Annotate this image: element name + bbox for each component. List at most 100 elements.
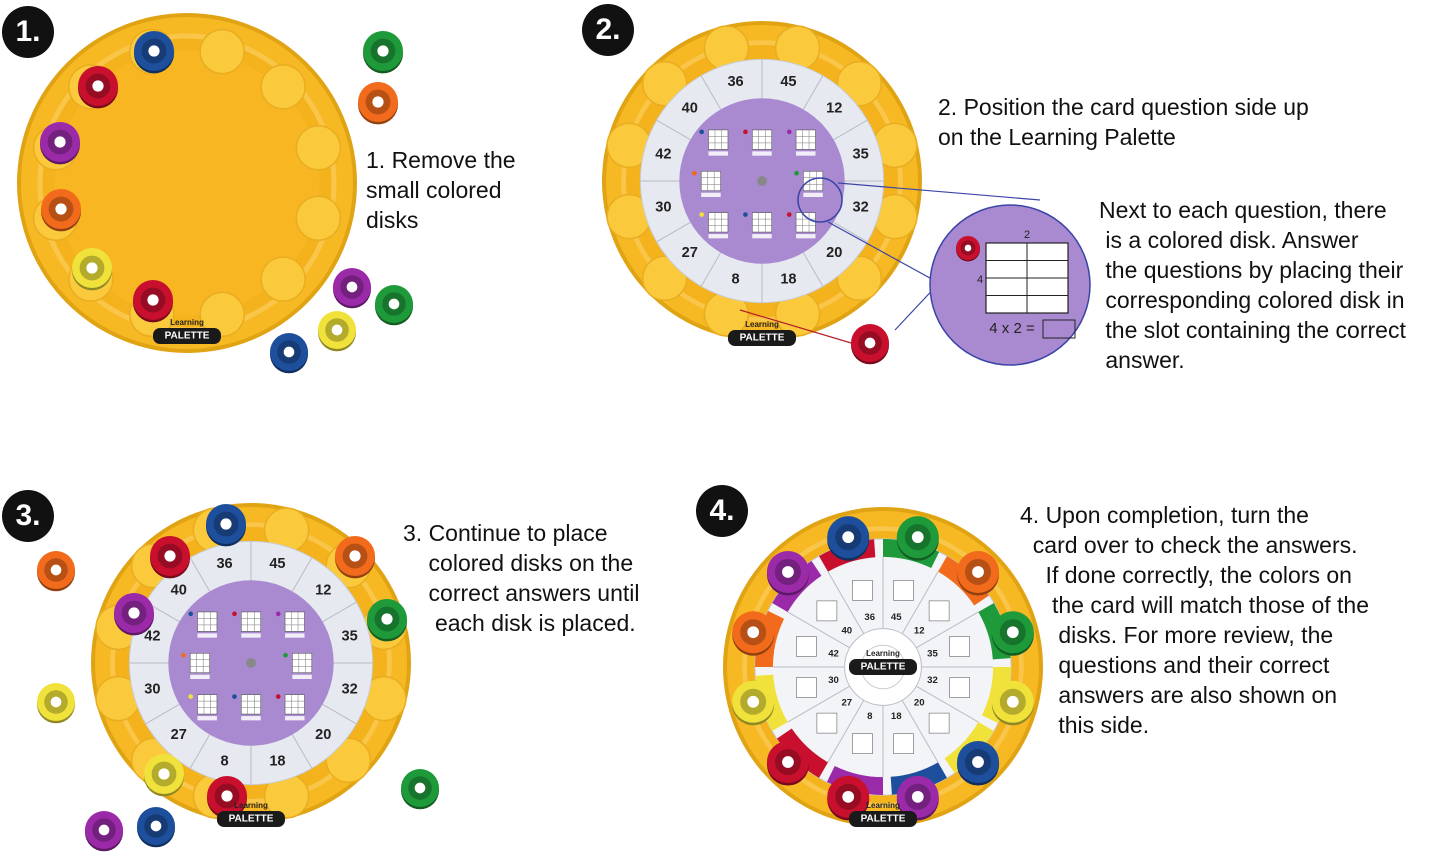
logo-line-1: Learning [866,801,900,810]
colored-disk [72,248,112,291]
colored-disk [957,550,1000,596]
badge-step-2: 2. [582,4,634,56]
answer-grid [928,600,950,622]
colored-disk [41,189,81,232]
step-number: 4. [709,494,734,527]
answer-number: 45 [891,612,902,623]
answer-number: 8 [221,754,229,770]
colored-disk [766,741,809,786]
colored-disk [40,122,80,165]
question-grid [275,694,305,721]
colored-disk [207,776,247,819]
colored-disk [827,516,870,561]
colored-disk [367,599,407,642]
answer-number: 18 [269,754,285,770]
answer-number: 45 [269,556,285,572]
answer-number: 8 [867,711,873,722]
answer-number: 40 [841,625,852,636]
answer-number: 12 [914,625,925,636]
colored-disk [991,680,1034,726]
answer-slot [199,291,245,338]
zoom-side-label: 4 [977,274,983,286]
colored-disk [114,593,154,636]
question-grid [283,652,313,680]
step-2-text: 2. Position the card question side up on… [938,94,1309,150]
logo-line-2: PALETTE [229,814,274,825]
colored-disk [732,611,775,656]
colored-disk [896,516,939,561]
logo-line-2: PALETTE [740,333,785,344]
answer-number: 27 [841,698,852,709]
answer-number: 35 [342,628,358,644]
zoom-callout: 244 x 2 = [929,204,1091,366]
arrow-to-slot [739,309,859,346]
answer-number: 30 [828,675,839,686]
answer-number: 40 [682,101,698,117]
answer-number: 30 [144,681,160,697]
step-4-text: 4. Upon completion, turn the card over t… [1020,502,1369,738]
answer-grid [796,636,817,657]
answer-number: 18 [891,711,902,722]
answer-number: 42 [828,648,839,659]
step-number: 3. [15,499,40,532]
logo-line-1: Learning [745,320,779,329]
colored-disk [270,333,308,374]
answer-number: 20 [826,245,842,261]
logo-line-1: Learning [866,649,900,658]
colored-disk [335,536,375,579]
card-center-peg [757,176,767,186]
answer-grid [893,580,914,601]
answer-slot [199,28,245,75]
answer-number: 45 [780,74,796,90]
answer-grid [852,733,873,754]
colored-disk [206,504,246,547]
colored-disk [37,683,75,724]
badge-step-1: 1. [2,6,54,58]
question-grid [794,170,824,198]
colored-disk [133,280,173,323]
answer-number: 32 [927,675,938,686]
logo-line-2: PALETTE [861,814,906,825]
answer-number: 36 [216,556,232,572]
logo-line-2: PALETTE [165,331,210,342]
logo-line-2: PALETTE [861,662,906,673]
question-grid [699,212,729,239]
question-grid [188,694,218,721]
colored-disk [134,31,174,74]
answer-slot [295,195,342,241]
answer-number: 12 [826,101,842,117]
question-grid [188,611,218,638]
answer-number: 27 [682,245,698,261]
question-grid [181,652,210,680]
step-3-text: 3. Continue to place colored disks on th… [403,520,640,636]
answer-slot [260,256,306,302]
answer-grid [893,733,914,754]
colored-disk [766,550,809,596]
answer-number: 32 [342,681,358,697]
answer-number: 8 [732,272,740,288]
colored-disk [333,268,371,309]
step-number: 1. [15,15,40,48]
colored-disk [37,551,75,592]
answer-number: 42 [144,628,160,644]
answer-grid [816,712,838,734]
answer-number: 40 [171,583,187,599]
answer-number: 42 [655,146,671,162]
answer-grid [796,677,817,698]
logo-line-1: Learning [234,801,268,810]
question-grid [786,212,816,239]
question-grid [232,611,262,638]
colored-disk [827,775,870,821]
answer-number: 36 [727,74,743,90]
badge-step-3: 3. [2,490,54,542]
colored-disk [851,324,889,365]
